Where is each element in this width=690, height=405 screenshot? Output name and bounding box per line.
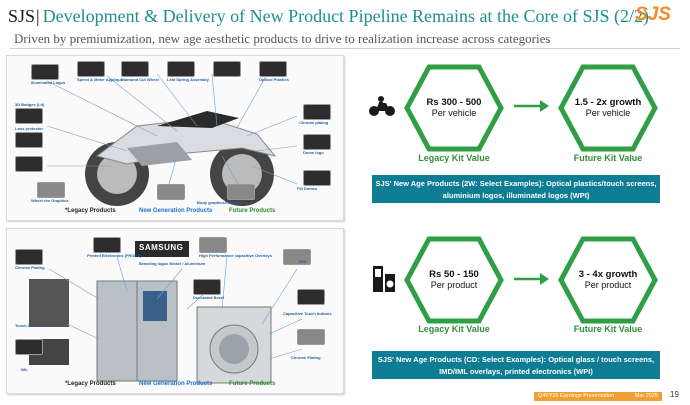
callout-label: Key tags <box>225 200 242 205</box>
callout-thumb <box>193 279 221 295</box>
future-kit-unit-2w: Per vehicle <box>585 108 631 118</box>
callout-label: Body graphics <box>197 200 225 205</box>
callout-label: Illuminated Logos <box>31 80 66 85</box>
callout-label: Lens protector <box>15 126 44 131</box>
callout-thumb <box>227 184 255 200</box>
page-title: SJS|Development & Delivery of New Produc… <box>8 6 649 27</box>
legend-legacy: *Legacy Products <box>65 381 116 387</box>
motorcycle-product-panel: Illuminated Logos Speed & Meter Applique… <box>6 55 344 221</box>
legend-new-generation: New Generation Products <box>139 208 213 214</box>
appliance-product-panel: SAMSUNG Chrome Plating Printed Electroni… <box>6 228 344 394</box>
future-kit-hexagon-cd: 3 - 4x growth Per product <box>558 236 658 324</box>
callout-label: High Performance capacitive Overlays <box>199 253 272 258</box>
callout-label: Chrome Plating <box>15 265 45 270</box>
callout-label: Capacitive Touch buttons <box>283 311 332 316</box>
future-kit-hexagon-2w: 1.5 - 2x growth Per vehicle <box>558 64 658 152</box>
page-subtitle: Driven by premiumization, new age aesthe… <box>14 31 551 46</box>
legend-new-generation: New Generation Products <box>139 381 213 387</box>
callout-label: IML <box>21 367 28 372</box>
footer-badge: Q4FY25 Earnings Presentation Mar 2025 <box>534 392 662 401</box>
legacy-kit-label-cd: Legacy Kit Value <box>418 324 490 334</box>
future-kit-value-cd: 3 - 4x growth <box>578 269 638 280</box>
callout-thumb <box>213 61 241 77</box>
footer-presentation: Q4FY25 Earnings Presentation <box>538 393 615 399</box>
legacy-kit-unit-cd: Per product <box>430 280 478 290</box>
callout-thumb <box>93 237 121 253</box>
callout-thumb <box>259 61 287 77</box>
title-brand: SJS <box>8 6 36 26</box>
motorcycle-icon <box>368 94 396 118</box>
callout-thumb <box>167 61 195 77</box>
callout-label: Touch Screen <box>15 323 42 328</box>
callout-label: Decorated Bezel <box>193 295 225 300</box>
legacy-kit-hexagon-2w: Rs 300 - 500 Per vehicle <box>404 64 504 152</box>
logo-text: SJS <box>635 4 671 24</box>
legacy-kit-value-cd: Rs 50 - 150 <box>429 269 479 280</box>
callout-label: Chrome plating <box>299 120 329 125</box>
callout-thumb <box>199 237 227 253</box>
callout-thumb <box>283 249 311 265</box>
callout-thumb <box>297 289 325 305</box>
title-text: Development & Delivery of New Product Pi… <box>42 6 650 26</box>
footer-date: Mar 2025 <box>634 393 658 399</box>
callout-thumb <box>15 132 43 148</box>
future-kit-unit-cd: Per product <box>584 280 632 290</box>
callout-thumb <box>15 108 43 124</box>
callout-label: Wheel rim Graphics <box>31 198 69 203</box>
legend-future: Future Products <box>229 381 276 387</box>
legend-legacy: *Legacy Products <box>65 208 116 214</box>
sjs-logo: SJS <box>630 2 676 25</box>
legacy-kit-unit-2w: Per vehicle <box>431 108 477 118</box>
callout-thumb <box>15 249 43 265</box>
callout-label: Diamond Cut Wheel <box>121 77 159 82</box>
callout-thumb <box>303 104 331 120</box>
future-kit-label-cd: Future Kit Value <box>573 324 643 334</box>
banner-2w-products: SJS' New Age Products (2W: Select Exampl… <box>372 175 660 203</box>
banner-cd-products: SJS' New Age Products (CD: Select Exampl… <box>372 351 660 379</box>
callout-label: 3D Badges (Lit) <box>15 102 45 107</box>
callout-thumb <box>37 182 65 198</box>
callout-label: Branding logos Nickel / Aluminium <box>139 261 206 266</box>
product-legend: *Legacy Products New Generation Products… <box>7 208 343 218</box>
callout-label: Fill Domes <box>297 186 318 191</box>
growth-arrow-icon <box>512 97 550 120</box>
callout-thumb <box>303 170 331 186</box>
header-divider <box>10 48 680 49</box>
legacy-kit-label-2w: Legacy Kit Value <box>418 153 490 163</box>
callout-label: IMD <box>299 259 307 264</box>
callout-label: Dome logo <box>303 150 324 155</box>
growth-arrow-icon <box>512 270 550 293</box>
future-kit-label-2w: Future Kit Value <box>573 153 643 163</box>
product-legend: *Legacy Products New Generation Products… <box>7 381 343 391</box>
legacy-kit-hexagon-cd: Rs 50 - 150 Per product <box>404 236 504 324</box>
callout-label: Chrome Plating <box>291 355 321 360</box>
callout-thumb <box>77 61 105 77</box>
page-number: 19 <box>670 390 679 399</box>
samsung-brand-label: SAMSUNG <box>139 243 184 252</box>
callout-thumb <box>15 339 43 355</box>
callout-label: Optical Plastics <box>259 77 289 82</box>
appliance-illustration <box>7 229 343 393</box>
callout-thumb <box>157 184 185 200</box>
callout-label: Printed Electronics (FRONT) <box>87 253 142 258</box>
future-kit-value-2w: 1.5 - 2x growth <box>574 97 642 108</box>
callout-label: Speed & Meter Applique <box>77 77 123 82</box>
callout-label: Leaf Spring Assembly <box>167 77 209 82</box>
callout-thumb <box>303 134 331 150</box>
callout-thumb <box>121 61 149 77</box>
callout-thumb <box>31 64 59 80</box>
legend-future: Future Products <box>229 208 276 214</box>
callout-thumb <box>15 156 43 172</box>
legacy-kit-value-2w: Rs 300 - 500 <box>426 97 482 108</box>
title-separator: | <box>36 6 40 26</box>
callout-thumb <box>297 329 325 345</box>
appliance-icon <box>372 264 396 294</box>
